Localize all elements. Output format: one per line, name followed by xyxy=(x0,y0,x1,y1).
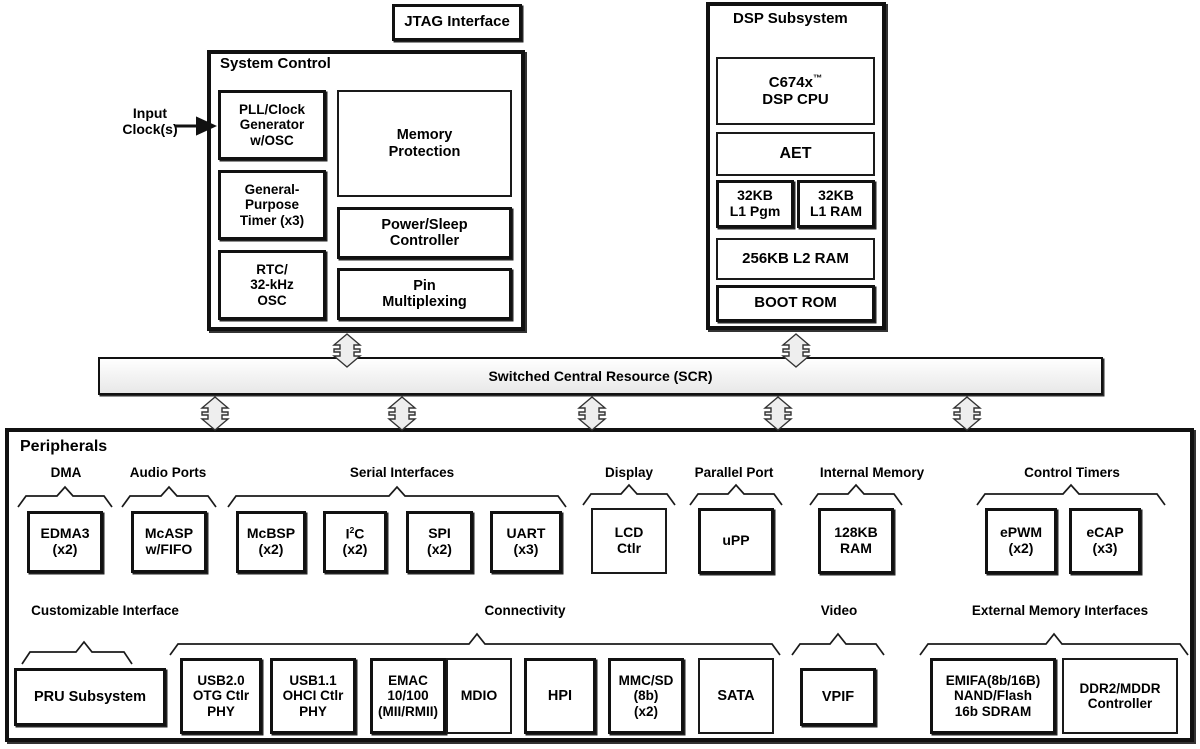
ecap-block[interactable]: eCAP (x3) xyxy=(1069,508,1141,574)
upp-block[interactable]: uPP xyxy=(698,508,774,574)
bracket-internal-memory xyxy=(809,483,903,506)
uart-block[interactable]: UART (x3) xyxy=(490,511,562,573)
mcbsp-block[interactable]: McBSP (x2) xyxy=(236,511,306,573)
group-label-customizable-interface: Customizable Interface xyxy=(31,603,179,618)
lcd-ctlr-block[interactable]: LCD Ctlr xyxy=(591,508,667,574)
mdio-block[interactable]: MDIO xyxy=(446,658,512,734)
connector-scr-peripherals-3 xyxy=(577,396,607,431)
bracket-control-timers xyxy=(976,483,1166,506)
internal-ram-block[interactable]: 128KB RAM xyxy=(818,508,894,574)
i2c-block[interactable]: I2C(x2) xyxy=(323,511,387,573)
connector-scr-peripherals-1 xyxy=(200,396,230,431)
bracket-customizable-interface xyxy=(21,640,133,665)
group-label-parallel-port: Parallel Port xyxy=(694,465,774,480)
i2c-label: I2C(x2) xyxy=(342,525,368,558)
bracket-parallel-port xyxy=(689,483,783,506)
bracket-video xyxy=(791,632,885,656)
group-label-control-timers: Control Timers xyxy=(1024,465,1120,480)
group-label-dma: DMA xyxy=(50,465,82,480)
rtc-32khz-osc-block[interactable]: RTC/ 32-kHz OSC xyxy=(218,250,326,320)
epwm-block[interactable]: ePWM (x2) xyxy=(985,508,1057,574)
system-control-title: System Control xyxy=(220,55,331,72)
ddr2-mddr-block[interactable]: DDR2/MDDR Controller xyxy=(1062,658,1178,734)
scr-label: Switched Central Resource (SCR) xyxy=(488,368,713,384)
input-clocks-label: Input Clock(s) xyxy=(122,105,178,138)
pll-clock-generator-block[interactable]: PLL/Clock Generator w/OSC xyxy=(218,90,326,160)
general-purpose-timer-block[interactable]: General- Purpose Timer (x3) xyxy=(218,170,326,240)
connector-dsp-scr xyxy=(781,333,811,368)
memory-protection-block[interactable]: Memory Protection xyxy=(337,90,512,197)
usb11-ohci-block[interactable]: USB1.1 OHCI Ctlr PHY xyxy=(270,658,356,734)
peripherals-title: Peripherals xyxy=(20,438,108,455)
group-label-connectivity: Connectivity xyxy=(484,603,566,618)
group-label-video: Video xyxy=(820,603,858,618)
l2-ram-block[interactable]: 256KB L2 RAM xyxy=(716,238,875,280)
boot-rom-block[interactable]: BOOT ROM xyxy=(716,285,875,322)
bracket-connectivity xyxy=(169,632,781,656)
edma3-block[interactable]: EDMA3 (x2) xyxy=(27,511,103,573)
dsp-subsystem-title: DSP Subsystem xyxy=(733,10,848,27)
group-label-internal-memory: Internal Memory xyxy=(819,465,925,480)
spi-block[interactable]: SPI (x2) xyxy=(406,511,473,573)
connector-scr-peripherals-2 xyxy=(387,396,417,431)
group-label-serial-interfaces: Serial Interfaces xyxy=(349,465,455,480)
mmc-sd-block[interactable]: MMC/SD (8b) (x2) xyxy=(608,658,684,734)
group-label-display: Display xyxy=(604,465,654,480)
hpi-block[interactable]: HPI xyxy=(524,658,596,734)
bracket-audio-ports xyxy=(121,485,217,508)
jtag-interface-label: JTAG Interface xyxy=(404,13,510,31)
scr-bar[interactable]: Switched Central Resource (SCR) xyxy=(98,357,1103,395)
sata-block[interactable]: SATA xyxy=(698,658,774,734)
power-sleep-controller-block[interactable]: Power/Sleep Controller xyxy=(337,207,512,259)
connector-system-control-scr xyxy=(332,333,362,368)
connector-scr-peripherals-5 xyxy=(952,396,982,431)
emac-block[interactable]: EMAC 10/100 (MII/RMII) xyxy=(370,658,446,734)
jtag-interface-block[interactable]: JTAG Interface xyxy=(392,4,522,41)
mcasp-block[interactable]: McASP w/FIFO xyxy=(131,511,207,573)
l1-ram-block[interactable]: 32KB L1 RAM xyxy=(797,180,875,228)
bracket-dma xyxy=(17,485,113,508)
bracket-serial-interfaces xyxy=(227,485,567,508)
aet-block[interactable]: AET xyxy=(716,132,875,176)
pin-multiplexing-block[interactable]: Pin Multiplexing xyxy=(337,268,512,320)
usb20-otg-block[interactable]: USB2.0 OTG Ctlr PHY xyxy=(180,658,262,734)
pru-subsystem-block[interactable]: PRU Subsystem xyxy=(14,668,166,726)
connector-scr-peripherals-4 xyxy=(763,396,793,431)
group-label-external-memory-interfaces: External Memory Interfaces xyxy=(971,603,1149,618)
l1-pgm-block[interactable]: 32KB L1 Pgm xyxy=(716,180,794,228)
bracket-display xyxy=(582,483,676,506)
group-label-audio-ports: Audio Ports xyxy=(129,465,207,480)
bracket-external-memory-interfaces xyxy=(919,632,1189,656)
emifa-block[interactable]: EMIFA(8b/16B) NAND/Flash 16b SDRAM xyxy=(930,658,1056,734)
vpif-block[interactable]: VPIF xyxy=(800,668,876,726)
